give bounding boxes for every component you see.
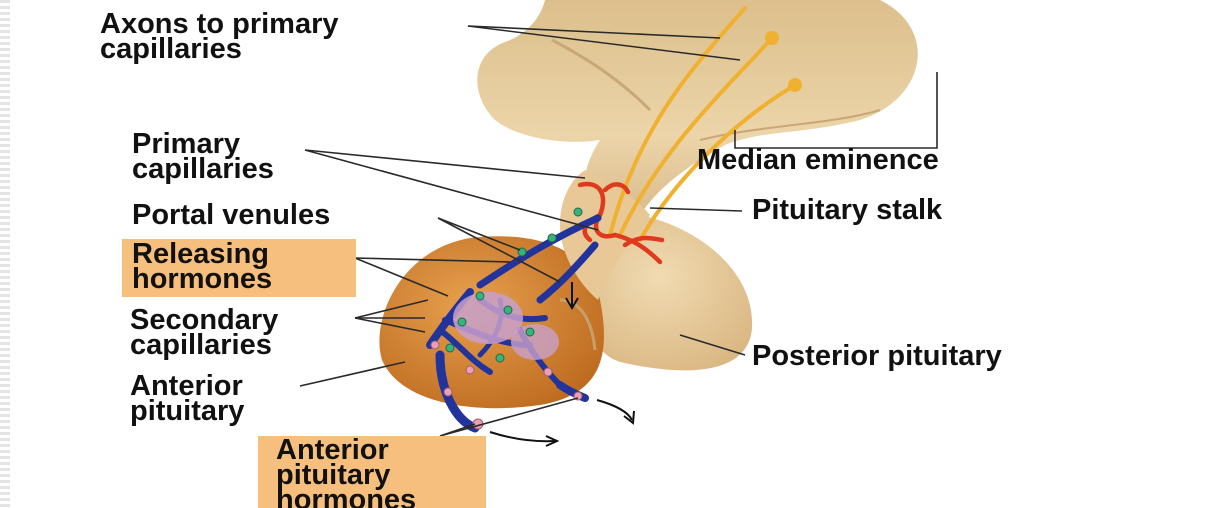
label-releasing-hormones: Releasing hormones (122, 239, 356, 292)
label-anterior-pituitary-hormones: Anterior pituitary hormones (258, 436, 486, 508)
label-portal-venules: Portal venules (132, 203, 330, 228)
label-axons-to-primary-capillaries: Axons to primary capillaries (100, 12, 339, 62)
label-posterior-pituitary: Posterior pituitary (752, 344, 1002, 369)
anterior-pituitary-hormones-highlight-box: Anterior pituitary hormones (258, 436, 486, 508)
label-primary-capillaries: Primary capillaries (132, 132, 274, 182)
label-pituitary-stalk: Pituitary stalk (752, 198, 942, 223)
releasing-hormones-highlight-box: Releasing hormones (122, 239, 356, 297)
hypothalamus-tissue (477, 0, 917, 225)
label-anterior-pituitary: Anterior pituitary (130, 374, 244, 424)
label-secondary-capillaries: Secondary capillaries (130, 308, 278, 358)
label-median-eminence: Median eminence (697, 148, 939, 173)
